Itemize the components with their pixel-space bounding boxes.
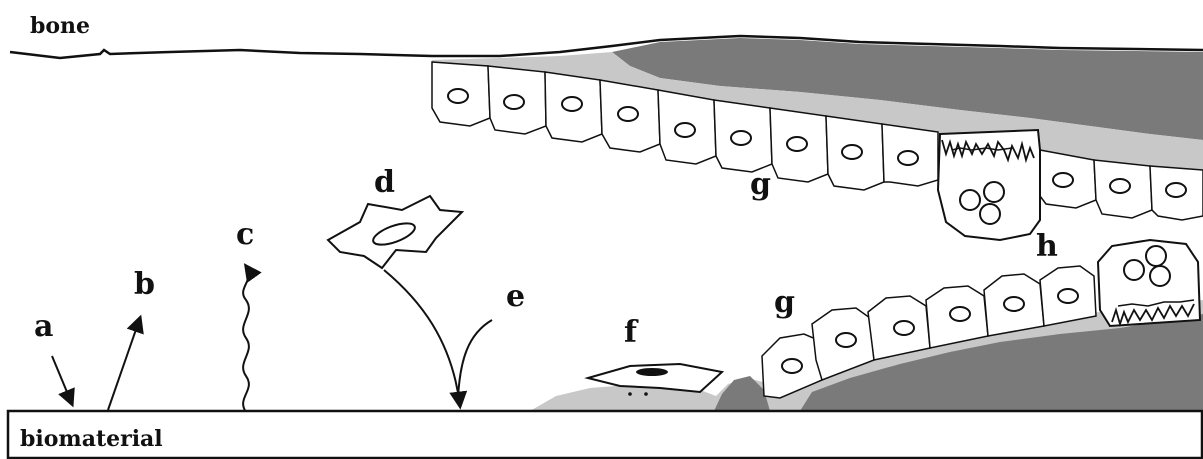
upper-osteoclast xyxy=(938,130,1040,240)
osteoclast-nucleus xyxy=(1124,260,1144,280)
arrow-e-curve xyxy=(458,320,492,398)
label-biomaterial: biomaterial xyxy=(20,426,163,452)
granule-dot xyxy=(628,392,632,396)
cell-nucleus xyxy=(782,359,802,373)
label-b: b xyxy=(134,267,155,302)
cell-nucleus xyxy=(675,123,695,137)
osteoclast-nucleus xyxy=(1150,266,1170,286)
label-e: e xyxy=(506,279,525,314)
arrow-c-wavy xyxy=(243,266,249,412)
cell-nucleus xyxy=(1058,289,1078,303)
arrow-b xyxy=(108,318,140,410)
osteoclast-nucleus xyxy=(984,182,1004,202)
label-d: d xyxy=(374,165,395,200)
spread-cell-d xyxy=(328,196,462,268)
label-g-upper: g xyxy=(750,167,771,202)
flattened-cell-nucleus xyxy=(636,368,668,376)
cell-nucleus xyxy=(1166,183,1186,197)
cell-nucleus xyxy=(898,151,918,165)
cell-nucleus xyxy=(1004,297,1024,311)
osteoclast-nucleus xyxy=(960,190,980,210)
cell-nucleus xyxy=(950,307,970,321)
arrow-a xyxy=(52,356,72,404)
osteoclast-nucleus xyxy=(980,204,1000,224)
label-a: a xyxy=(34,309,53,344)
arrow-d-curve xyxy=(384,270,460,406)
label-c: c xyxy=(236,217,254,252)
cell-nucleus xyxy=(787,137,807,151)
cell-nucleus xyxy=(1110,179,1130,193)
lower-osteoclast xyxy=(1098,240,1200,326)
cell-nucleus xyxy=(618,107,638,121)
label-h: h xyxy=(1036,229,1058,264)
label-f: f xyxy=(624,315,639,350)
cell-nucleus xyxy=(1053,173,1073,187)
cell-nucleus xyxy=(842,145,862,159)
biomaterial-block xyxy=(8,411,1202,458)
label-g-lower: g xyxy=(774,285,795,320)
cell-nucleus xyxy=(504,95,524,109)
granule-dot xyxy=(644,392,648,396)
cell-nucleus xyxy=(448,89,468,103)
osteoclast-nucleus xyxy=(1146,246,1166,266)
cell-nucleus xyxy=(894,321,914,335)
cell-nucleus xyxy=(562,97,582,111)
label-bone: bone xyxy=(30,13,90,39)
cell-nucleus xyxy=(836,333,856,347)
cell-nucleus xyxy=(731,131,751,145)
